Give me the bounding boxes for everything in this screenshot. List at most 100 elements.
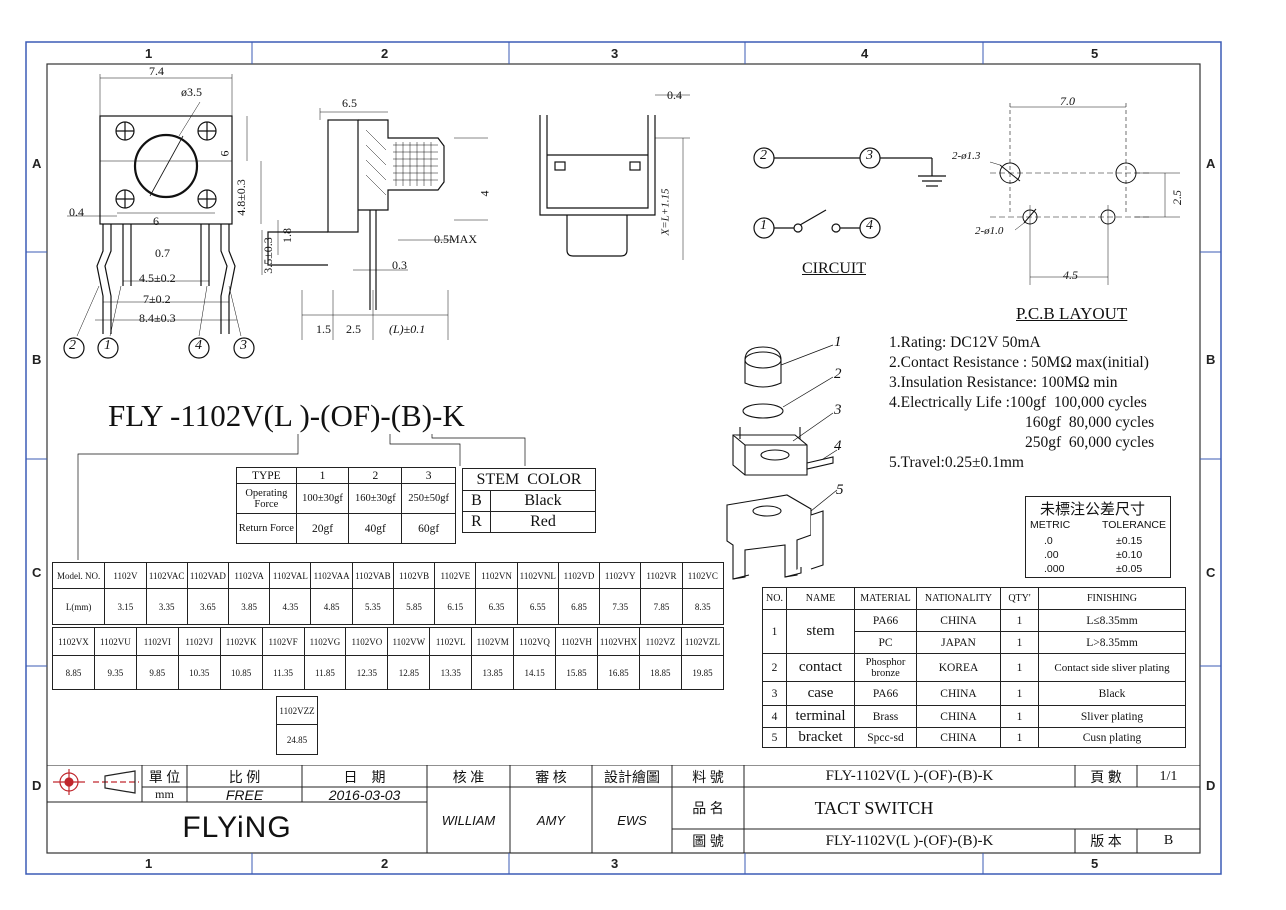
title-block-grid: [47, 765, 1200, 853]
bom-header: NAME: [786, 587, 855, 610]
force-table-cell: 20gf: [295, 513, 350, 544]
tolerance-value: ±0.05: [1116, 563, 1143, 575]
model-cell: 1102VB: [392, 562, 436, 589]
design-value: EWS: [617, 812, 647, 828]
bom-material: PA66: [854, 681, 917, 706]
part-no-value: FLY-1102V(L )-(OF)-(B)-K: [825, 768, 994, 784]
model-table-label: Model. NO.: [51, 562, 106, 589]
model-cell: 1102VZL: [680, 627, 725, 656]
zone-left-d: D: [32, 778, 42, 793]
bom-finishing: Cusn plating: [1038, 727, 1186, 748]
zone-top-1: 1: [145, 46, 153, 61]
dim-1-5: 1.5: [316, 322, 331, 336]
bom-header: MATERIAL: [854, 587, 917, 610]
force-table-header: 1: [295, 467, 350, 484]
tolerance-metric: .000: [1044, 563, 1065, 575]
pin-label-1: 1: [104, 338, 111, 353]
spec-insulation-resistance: 3.Insulation Resistance: 100MΩ min: [889, 374, 1118, 391]
bom-no: 4: [762, 705, 787, 728]
bom-finishing: L>8.35mm: [1038, 631, 1186, 654]
dim-6-5: 6.5: [342, 96, 357, 110]
dim-7-4: 7.4: [149, 64, 164, 78]
pin-label-3: 3: [240, 338, 247, 353]
name-value: TACT SWITCH: [814, 797, 934, 818]
length-cell: 12.35: [345, 655, 389, 690]
pin-label-2: 2: [69, 338, 76, 353]
bom-qty: 1: [1000, 727, 1039, 748]
bom-finishing: Contact side sliver plating: [1038, 653, 1186, 682]
dim-6-horizontal: 6: [153, 214, 159, 228]
tolerance-metric: .0: [1044, 535, 1053, 547]
model-cell: 1102VX: [52, 627, 95, 656]
length-cell: 19.85: [680, 655, 725, 690]
length-cell: 6.85: [557, 588, 601, 625]
bom-no: 5: [762, 727, 787, 748]
bom-finishing: Black: [1038, 681, 1186, 706]
length-cell: 13.85: [471, 655, 515, 690]
version-label: 版 本: [1090, 835, 1122, 850]
force-table-cell: 160±30gf: [348, 483, 403, 514]
zone-left-b: B: [32, 352, 42, 367]
bom-name: contact: [786, 653, 855, 682]
length-cell: 9.35: [93, 655, 137, 690]
model-cell: 1102VHX: [596, 627, 640, 656]
stem-color-code: B: [462, 490, 491, 512]
length-cell: 24.85: [276, 724, 318, 755]
review-label: 審 核: [535, 770, 567, 786]
bom-nationality: CHINA: [916, 727, 1001, 748]
zone-bottom-2: 2: [381, 856, 389, 871]
zone-right-b: B: [1206, 352, 1216, 367]
length-cell: 8.85: [52, 655, 95, 690]
force-table-cell: 40gf: [348, 513, 403, 544]
length-cell: 18.85: [638, 655, 682, 690]
model-cell: 1102VA: [227, 562, 271, 589]
spec-electrical-life-250: 250gf 60,000 cycles: [1025, 434, 1155, 451]
model-table-3: 1102VZZ 24.85: [276, 696, 318, 755]
dim-3-5: 3.5±0.3: [260, 237, 275, 274]
force-table-cell: Return Force: [236, 513, 297, 544]
page-value: 1/1: [1159, 768, 1178, 784]
zone-top-3: 3: [611, 46, 619, 61]
pcb-layout-title: P.C.B LAYOUT: [1016, 304, 1128, 323]
approve-label: 核 准: [452, 770, 485, 786]
model-cell: 1102VAA: [310, 562, 353, 589]
length-cell: 6.15: [434, 588, 477, 625]
zone-right-c: C: [1206, 565, 1216, 580]
zone-left-c: C: [32, 565, 42, 580]
length-cell: 16.85: [596, 655, 640, 690]
date-label: 日 期: [343, 770, 386, 786]
bom-material: Brass: [854, 705, 917, 728]
dim-4-5: 4.5±0.2: [139, 271, 176, 285]
bom-no: 1: [762, 609, 787, 654]
unit-value: mm: [155, 787, 174, 801]
model-cell: 1102VN: [475, 562, 518, 589]
circuit-pin-4: 4: [866, 218, 873, 233]
dim-1-8: 1.8: [280, 228, 294, 243]
force-table-header: 3: [401, 467, 456, 484]
name-label: 品 名: [692, 802, 724, 817]
model-cell: 1102VAC: [145, 562, 188, 589]
model-cell: 1102VE: [434, 562, 477, 589]
dim-0-7: 0.7: [155, 246, 170, 260]
length-cell: 10.85: [219, 655, 263, 690]
model-cell: 1102VI: [135, 627, 179, 656]
end-view-drawing: [539, 94, 690, 260]
date-value: 2016-03-03: [328, 786, 401, 803]
dim-7: 7±0.2: [143, 292, 171, 306]
zone-right-a: A: [1206, 156, 1216, 171]
zone-top-4: 4: [861, 46, 869, 61]
model-cell: 1102VZ: [638, 627, 682, 656]
length-cell: 11.35: [261, 655, 305, 690]
spec-electrical-life: 4.Electrically Life :100gf 100,000 cycle…: [889, 394, 1147, 411]
exploded-label-2: 2: [834, 366, 842, 382]
model-cell: 1102VZZ: [276, 696, 318, 725]
dim-0-4: 0.4: [69, 205, 84, 219]
length-cell: 5.85: [392, 588, 436, 625]
length-cell: 3.15: [104, 588, 147, 625]
exploded-label-3: 3: [834, 402, 842, 418]
bom-qty: 1: [1000, 609, 1039, 632]
dim-dia-3-5: ø3.5: [181, 85, 202, 99]
dim-x-formula: X=L+1.15: [659, 188, 672, 236]
